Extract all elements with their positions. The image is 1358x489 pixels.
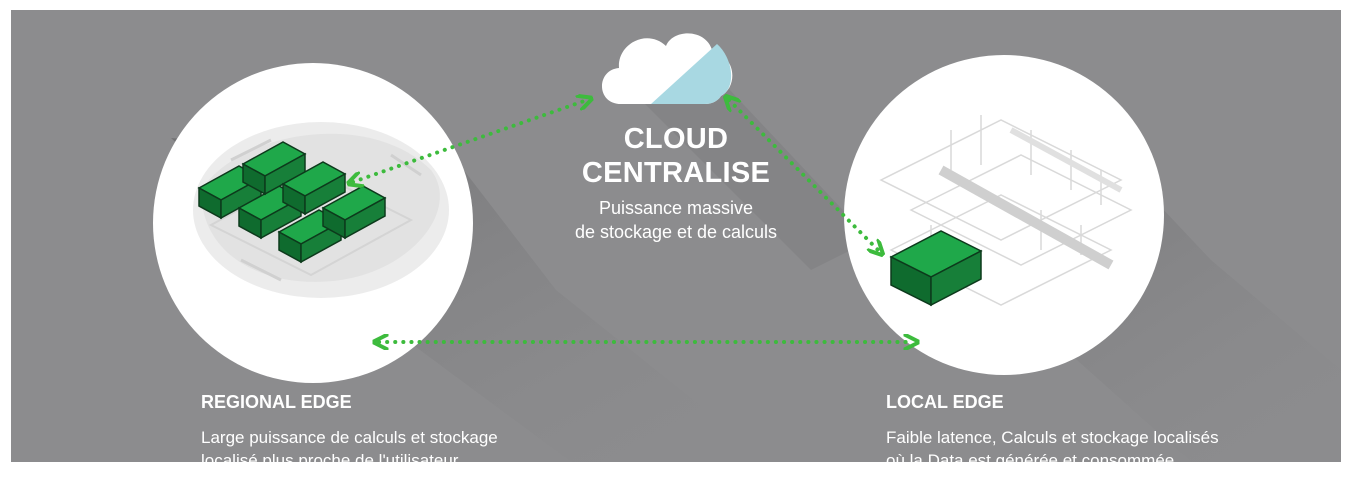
edge-computing-diagram: CLOUD CENTRALISE Puissance massive de st… [11, 10, 1341, 462]
regional-edge-desc-line1: Large puissance de calculs et stockage [201, 428, 498, 447]
server-farm-icon [197, 141, 387, 264]
connectors [353, 100, 913, 342]
cloud-title-line2: CENTRALISE [581, 157, 771, 189]
connector-regional-cloud [353, 100, 587, 182]
cloud-desc-line2: de stockage et de calculs [574, 222, 778, 242]
regional-edge-desc-line2: localisé plus proche de l'utilisateur [201, 451, 459, 462]
local-edge-illustration [844, 55, 1164, 375]
server-rack-icon [889, 230, 983, 307]
cloud-desc-line1: Puissance massive [598, 198, 754, 218]
local-edge-title: LOCAL EDGE [886, 392, 1004, 412]
regional-edge-title: REGIONAL EDGE [201, 392, 352, 412]
local-edge-desc-line1: Faible latence, Calculs et stockage loca… [886, 428, 1219, 447]
connector-cloud-local [729, 100, 879, 251]
local-edge-desc-line2: où la Data est générée et consommée [886, 451, 1175, 462]
cloud-icon [601, 33, 733, 104]
cloud-title-line1: CLOUD [623, 123, 729, 155]
diagram-graphics [153, 33, 1341, 462]
